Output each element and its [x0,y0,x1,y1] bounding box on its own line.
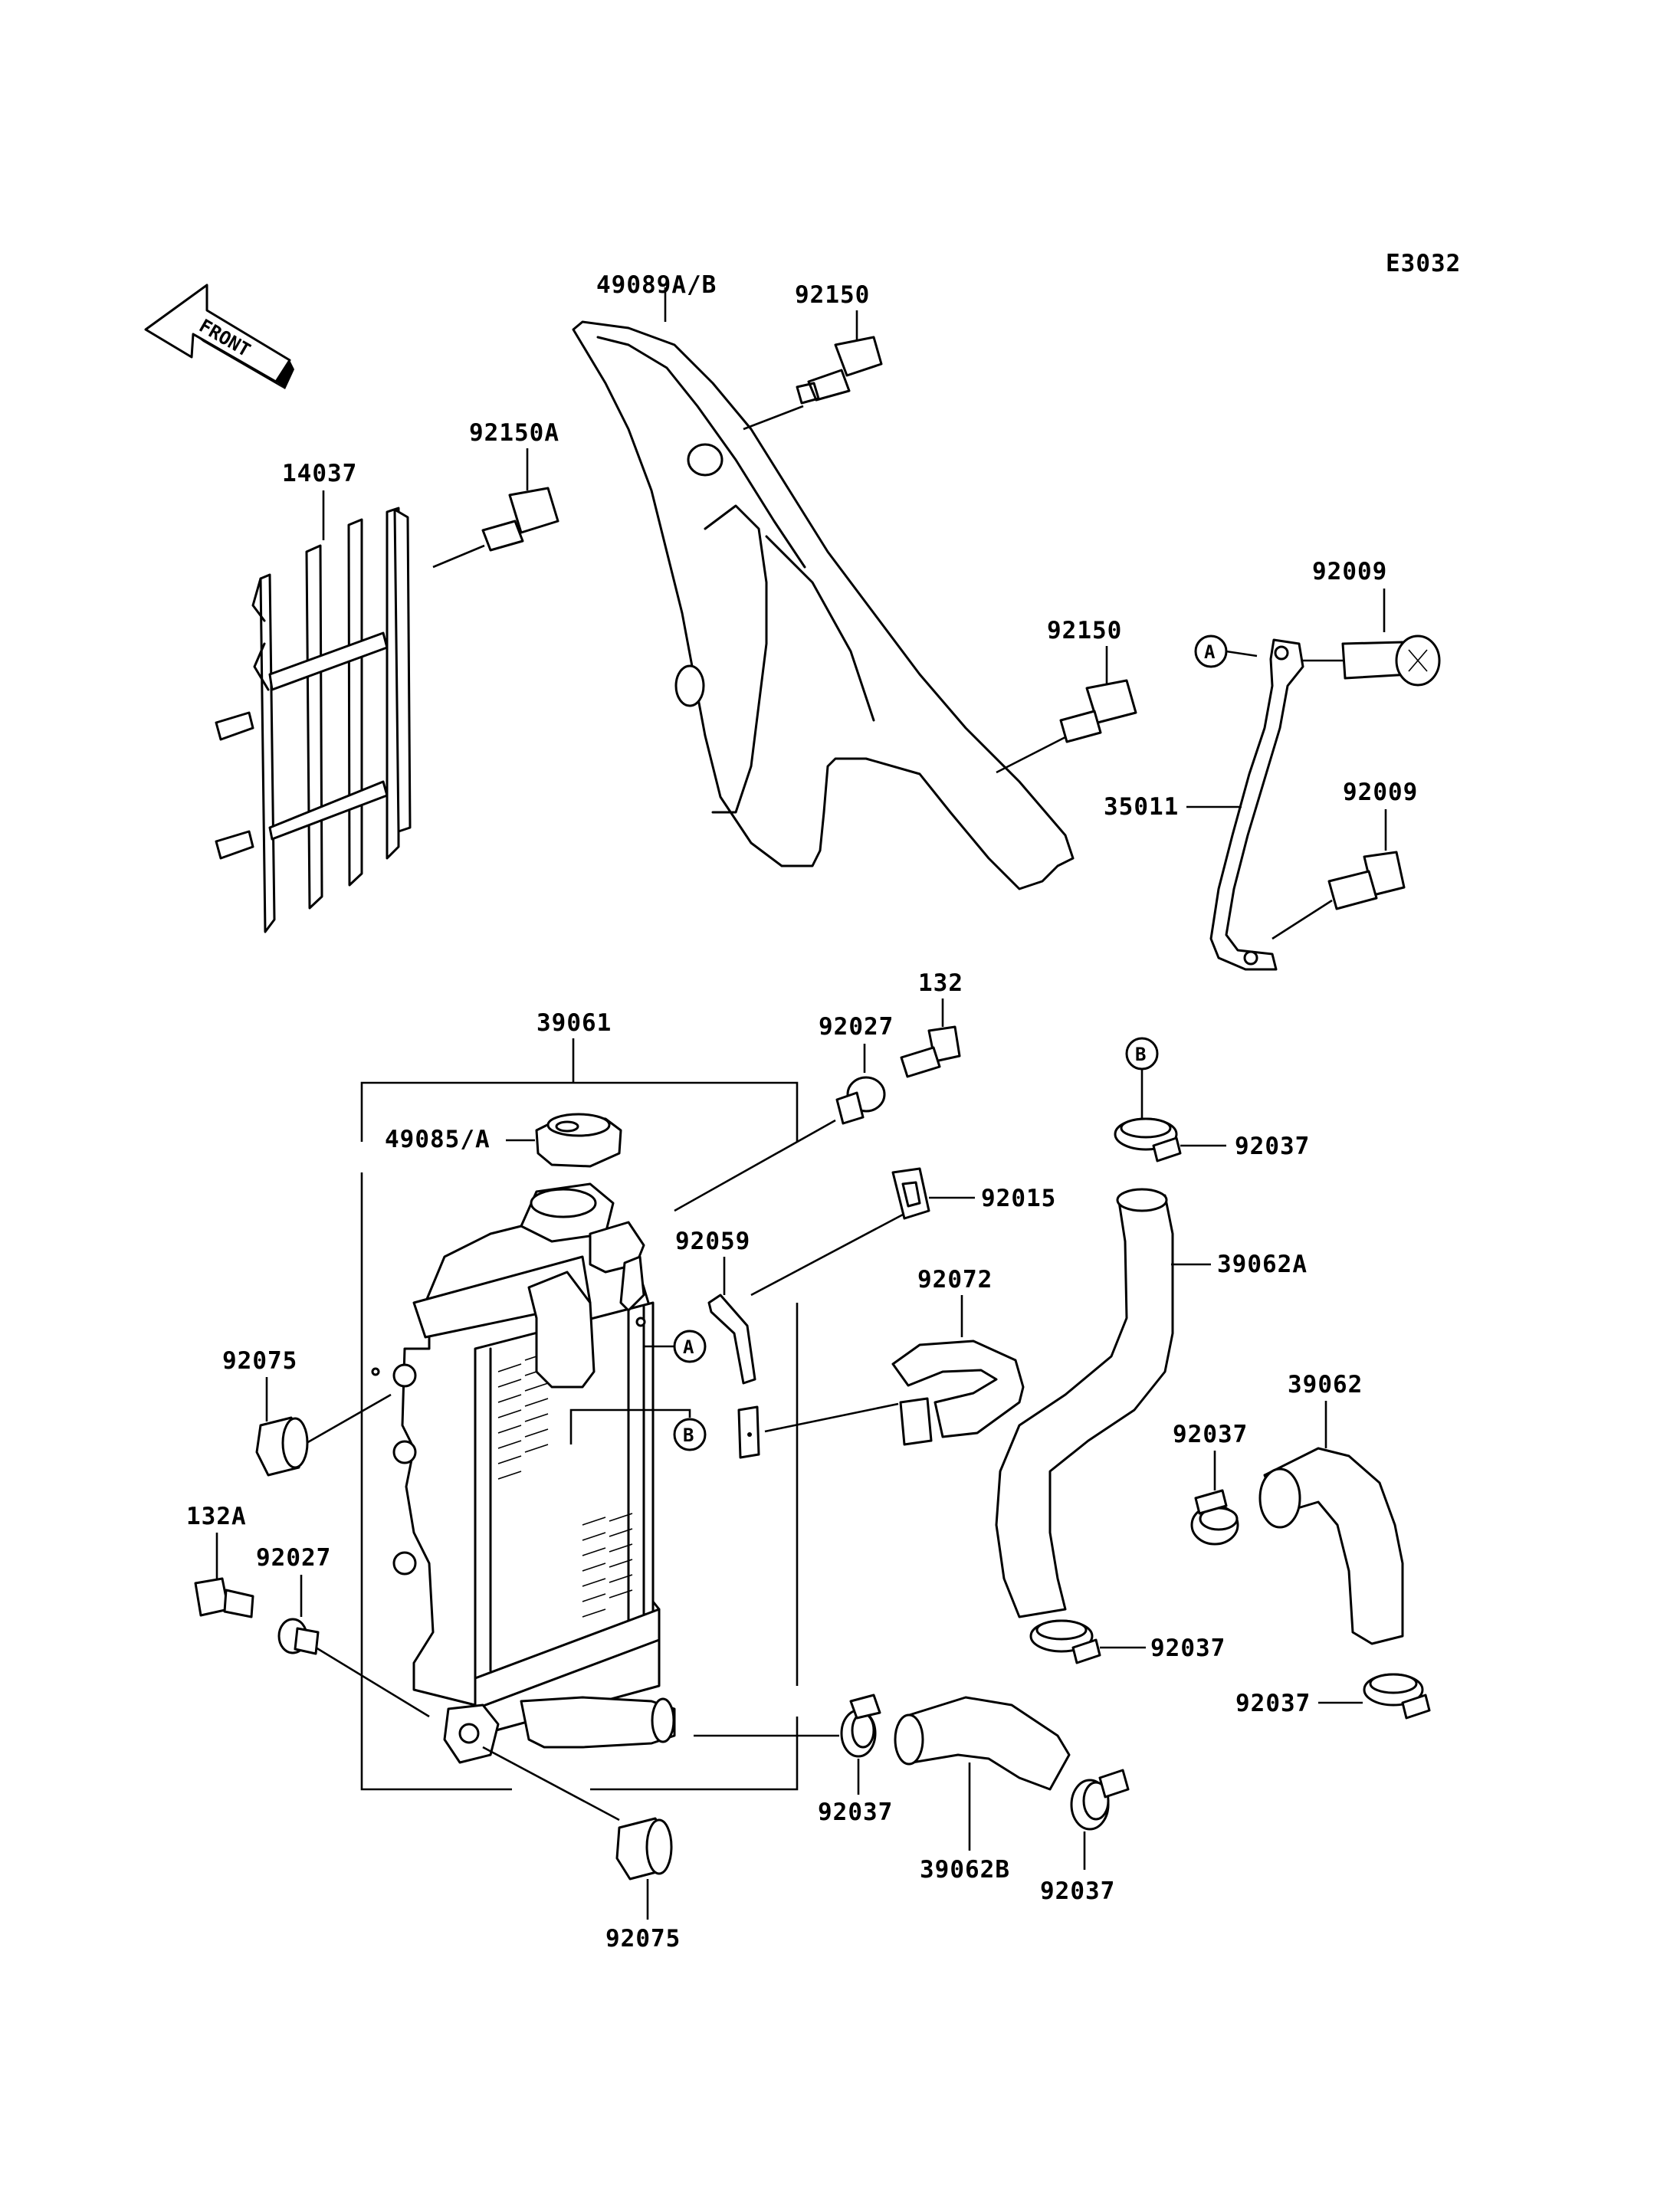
hose-39062A: 39062A [995,1188,1308,1618]
breather-hose-92059: 92059 [675,1228,760,1459]
bolt-92150A: 92150A [432,419,559,569]
callout-B-radiator: B [683,1425,694,1446]
bolt-132: 132 [900,969,963,1078]
label-92150A: 92150A [469,419,559,447]
label-132: 132 [918,969,963,997]
band-92072: 92072 [764,1266,1025,1446]
radiator-shroud-part: 49089A/B [572,271,1075,890]
label-39062: 39062 [1288,1371,1363,1399]
bolt-92009-top: 92009 [1303,558,1441,687]
label-92037-right: 92037 [1235,1690,1311,1717]
label-49085: 49085/A [385,1126,491,1153]
grommet-92075-left: 92075 [222,1347,392,1477]
callout-A-top: A [1204,641,1216,663]
radiator-assembly-frame: 39061 [360,1009,799,1791]
label-132A: 132A [186,1503,247,1530]
collar-92027-top: 92027 [674,1013,894,1212]
label-14037: 14037 [282,460,357,487]
label-39061: 39061 [536,1009,612,1037]
bolt-92150-top: 92150 [743,281,883,431]
label-92150-mid: 92150 [1047,617,1122,644]
bracket-35011: A 35011 [1104,635,1304,971]
clamp-92037-bottom-right: 92037 [1040,1769,1130,1905]
bolt-132A: 132A [186,1503,254,1618]
label-35011: 35011 [1104,793,1179,821]
label-92037-bottom-right: 92037 [1040,1877,1115,1905]
hose-39062: 39062 [1258,1371,1404,1645]
label-92075-bottom: 92075 [605,1925,681,1953]
radiator-grille-part: 14037 [215,460,412,933]
label-39062B: 39062B [920,1856,1010,1884]
callout-B-top: B [1135,1044,1146,1065]
clip-92015: 92015 [750,1167,1056,1297]
label-92075-left: 92075 [222,1347,297,1375]
label-92037-mid: 92037 [1173,1421,1248,1448]
label-49089: 49089A/B [596,271,717,299]
clamp-92037-right: 92037 [1235,1673,1431,1720]
label-92037-b: 92037 [1235,1133,1310,1160]
label-92015: 92015 [981,1185,1056,1212]
label-92037-bottom-left: 92037 [818,1799,893,1826]
grommet-92075-bottom: 92075 [605,1817,681,1953]
callout-A-radiator: A [683,1336,694,1358]
collar-92027-left: 92027 [256,1544,620,1822]
hose-39062B: 39062B [894,1696,1071,1884]
label-92037-lower: 92037 [1150,1635,1226,1662]
clamp-92037-b: B 92037 [1114,1037,1310,1162]
bolt-92009-bottom: 92009 [1271,779,1418,940]
label-92009-bottom: 92009 [1343,779,1418,806]
label-92059: 92059 [675,1228,750,1255]
diagram-code: E3032 [1386,250,1461,277]
bolt-92150-mid: 92150 [996,617,1137,774]
clamp-92037-mid: 92037 [1173,1421,1248,1546]
label-92150-top: 92150 [795,281,870,309]
clamp-92037-lower: 92037 [1029,1619,1226,1664]
clamp-92037-bottom-left: 92037 [694,1694,893,1826]
label-39062A: 39062A [1217,1251,1308,1278]
radiator-cap-49085: 49085/A [385,1113,622,1168]
label-92072: 92072 [917,1266,993,1294]
front-arrow-icon: FRONT [144,284,294,389]
label-92027-left: 92027 [256,1544,331,1572]
label-92027-top: 92027 [819,1013,894,1041]
radiator-core-part [371,1182,676,1764]
radiator-callouts: A B [569,1330,707,1451]
label-92009-top: 92009 [1312,558,1387,585]
